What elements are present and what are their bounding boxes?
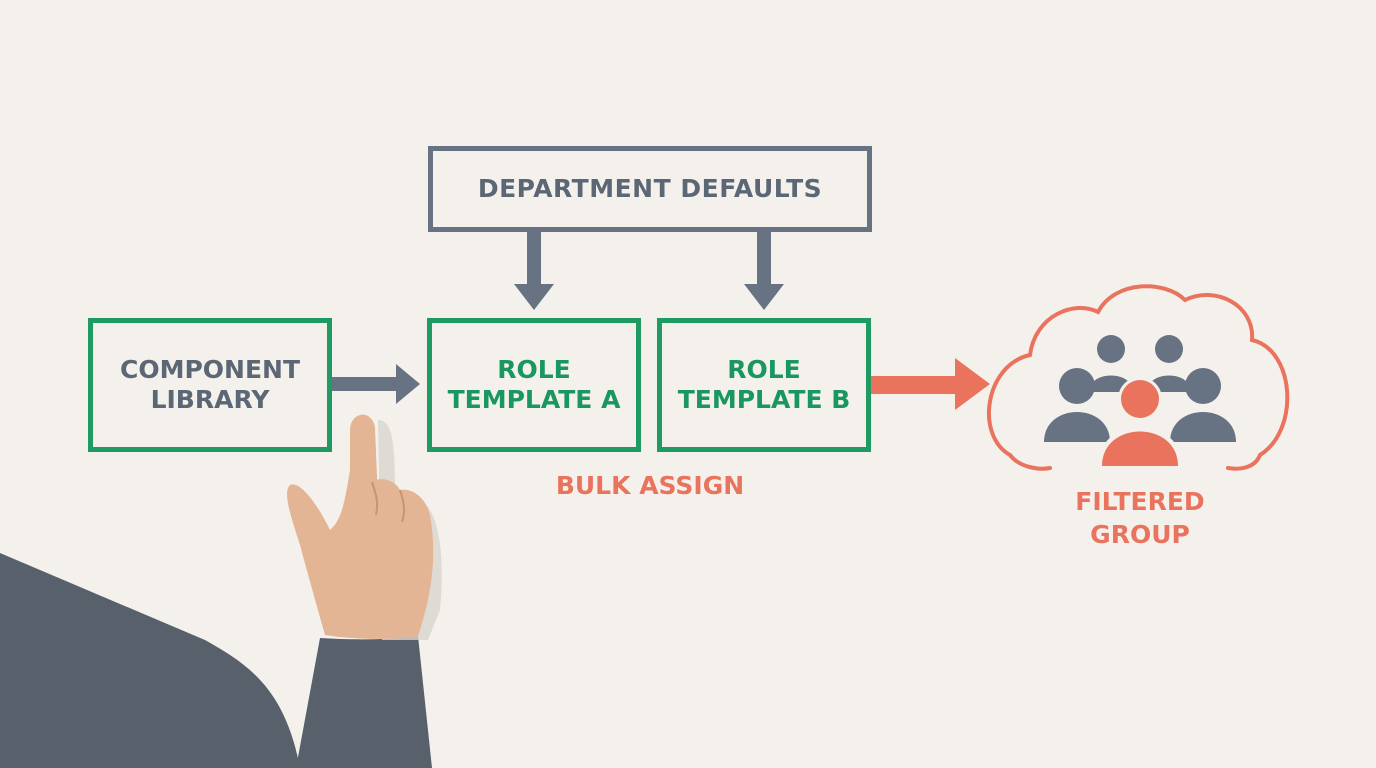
- node-role-template-a-line1: ROLE: [497, 355, 571, 384]
- node-role-template-b: ROLE TEMPLATE B: [657, 318, 871, 452]
- node-component-library-line2: LIBRARY: [150, 385, 270, 414]
- arrow-defaults-to-template-a: [514, 230, 554, 310]
- filtered-group-line1: FILTERED: [1075, 487, 1205, 516]
- bulk-assign-label: BULK ASSIGN: [555, 471, 745, 500]
- node-role-template-a: ROLE TEMPLATE A: [427, 318, 641, 452]
- arrow-defaults-to-template-b: [744, 230, 784, 310]
- node-department-defaults: DEPARTMENT DEFAULTS: [428, 146, 872, 232]
- node-component-library: COMPONENT LIBRARY: [88, 318, 332, 452]
- node-role-template-a-line2: TEMPLATE A: [447, 385, 621, 414]
- arrow-library-to-template-a: [330, 364, 420, 404]
- pointing-hand-icon: [0, 414, 442, 768]
- node-component-library-line1: COMPONENT: [119, 355, 301, 384]
- cloud-icon: [987, 284, 1290, 471]
- node-role-template-b-line2: TEMPLATE B: [677, 385, 851, 414]
- filtered-group-line2: GROUP: [1090, 519, 1190, 549]
- node-department-defaults-label: DEPARTMENT DEFAULTS: [477, 174, 823, 203]
- people-group-icon: [1044, 335, 1236, 466]
- filtered-group-label: FILTERED GROUP: [1040, 486, 1240, 551]
- arrow-template-b-to-group: [870, 358, 990, 410]
- node-role-template-b-line1: ROLE: [727, 355, 801, 384]
